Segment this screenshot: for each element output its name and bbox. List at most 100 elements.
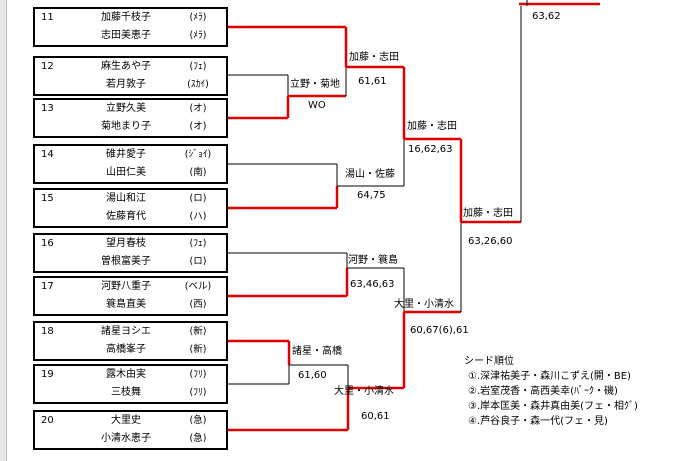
result-winner: 大里・小清水: [394, 299, 454, 310]
player-row: 志田美恵子 (ﾒﾗ): [35, 27, 226, 45]
result-score: 16,62,63: [408, 144, 453, 155]
pair-entry: 17 河野八重子 (ベル) 簑島直美 (西): [33, 276, 228, 316]
player-row: 佐藤育代 (ハ): [35, 208, 226, 226]
player-name: 志田美恵子: [101, 30, 151, 41]
player-name: 加藤千枝子: [101, 12, 151, 23]
player-row: 簑島直美 (西): [35, 296, 226, 314]
player-name: 曽根富美子: [101, 256, 151, 267]
player-club: (ﾌｪ): [189, 238, 207, 249]
pair-entry: 20 大里史 (急) 小清水恵子 (急): [33, 410, 228, 450]
player-club: (ハ): [189, 211, 207, 222]
pair-entry: 14 碓井愛子 (ｼﾞｮｲ) 山田仁美 (南): [33, 144, 228, 184]
player-club: (急): [189, 415, 207, 426]
player-row: 14 碓井愛子 (ｼﾞｮｲ): [35, 146, 226, 164]
pair-entry: 13 立野久美 (オ) 菊地まり子 (オ): [33, 98, 228, 138]
result-score: 63,46,63: [350, 279, 395, 290]
seed-title: シード順位: [464, 356, 514, 367]
player-row: 若月敦子 (ｽｶｲ): [35, 76, 226, 94]
player-row: 12 麻生あや子 (ﾌｪ): [35, 58, 226, 76]
player-row: 菊地まり子 (オ): [35, 118, 226, 136]
pair-entry: 12 麻生あや子 (ﾌｪ) 若月敦子 (ｽｶｲ): [33, 56, 228, 96]
player-club: (ﾒﾗ): [189, 12, 207, 23]
player-name: 望月春枝: [106, 238, 146, 249]
seed-item: ③.岸本匡美・森井真由美(フェ・相ｸﾞ): [468, 401, 638, 412]
player-club: (ロ): [189, 193, 207, 204]
pair-number: 16: [41, 238, 54, 249]
result-winner: 加藤・志田: [463, 208, 513, 219]
result-score: 63,62: [532, 11, 561, 22]
pair-number: 13: [41, 103, 54, 114]
player-name: 菊地まり子: [101, 121, 151, 132]
result-winner: 湯山・佐藤: [345, 169, 395, 180]
result-winner: 立野・菊地: [290, 79, 340, 90]
player-row: 小清水恵子 (急): [35, 430, 226, 448]
player-club: (ﾌﾘ): [189, 369, 207, 380]
scroll-edge: [0, 0, 7, 461]
player-club: (新): [189, 326, 207, 337]
player-row: 曽根富美子 (ロ): [35, 253, 226, 271]
pair-number: 14: [41, 149, 54, 160]
player-name: 碓井愛子: [106, 149, 146, 160]
result-winner: 諸星・高橋: [292, 346, 342, 357]
pair-number: 17: [41, 281, 54, 292]
player-club: (ｽｶｲ): [187, 79, 209, 90]
pair-number: 18: [41, 326, 54, 337]
player-club: (オ): [189, 121, 207, 132]
player-row: 20 大里史 (急): [35, 412, 226, 430]
player-name: 湯山和江: [106, 193, 146, 204]
player-name: 麻生あや子: [101, 61, 151, 72]
pair-entry: 16 望月春枝 (ﾌｪ) 曽根富美子 (ロ): [33, 233, 228, 273]
result-winner: 河野・簑島: [348, 255, 398, 266]
player-name: 簑島直美: [106, 299, 146, 310]
player-name: 大里史: [111, 415, 141, 426]
player-club: (西): [189, 299, 207, 310]
result-score: 63,26,60: [468, 236, 513, 247]
result-score: 61,61: [358, 76, 387, 87]
player-name: 河野八重子: [101, 281, 151, 292]
player-name: 若月敦子: [106, 79, 146, 90]
player-club: (オ): [189, 103, 207, 114]
result-score: 60,61: [361, 411, 390, 422]
pair-number: 20: [41, 415, 54, 426]
result-score: 61,60: [298, 370, 327, 381]
player-row: 15 湯山和江 (ロ): [35, 190, 226, 208]
player-club: (ｼﾞｮｲ): [184, 149, 212, 160]
pair-number: 12: [41, 61, 54, 72]
player-name: 小清水恵子: [101, 433, 151, 444]
player-club: (ベル): [184, 281, 212, 292]
result-score: WO: [308, 100, 326, 111]
player-name: 高橋峯子: [106, 344, 146, 355]
player-row: 16 望月春枝 (ﾌｪ): [35, 235, 226, 253]
player-club: (ﾌﾘ): [189, 387, 207, 398]
result-winner: 加藤・志田: [407, 121, 457, 132]
result-score: 60,67(6),61: [410, 325, 469, 336]
result-winner: 加藤・志田: [349, 52, 399, 63]
player-row: 三枝舞 (ﾌﾘ): [35, 384, 226, 402]
result-winner: 大里・小清水: [334, 386, 394, 397]
player-club: (急): [189, 433, 207, 444]
player-row: 高橋峯子 (新): [35, 341, 226, 359]
player-row: 17 河野八重子 (ベル): [35, 278, 226, 296]
seed-item: ①.深津祐美子・森川こずえ(開・BE): [468, 371, 631, 382]
seed-item: ②.岩室茂香・高西美幸(ﾊﾟｰｸ・磯): [468, 386, 618, 397]
result-score: 64,75: [357, 190, 386, 201]
pair-number: 15: [41, 193, 54, 204]
seed-item: ④.芦谷良子・森一代(フェ・見): [468, 416, 608, 427]
pair-number: 11: [41, 12, 54, 23]
player-club: (ﾌｪ): [189, 61, 207, 72]
player-name: 佐藤育代: [106, 211, 146, 222]
player-name: 山田仁美: [106, 167, 146, 178]
player-name: 立野久美: [106, 103, 146, 114]
player-club: (新): [189, 344, 207, 355]
player-club: (ﾒﾗ): [189, 30, 207, 41]
player-row: 山田仁美 (南): [35, 164, 226, 182]
player-name: 三枝舞: [111, 387, 141, 398]
player-club: (ロ): [189, 256, 207, 267]
player-row: 13 立野久美 (オ): [35, 100, 226, 118]
player-club: (南): [189, 167, 207, 178]
